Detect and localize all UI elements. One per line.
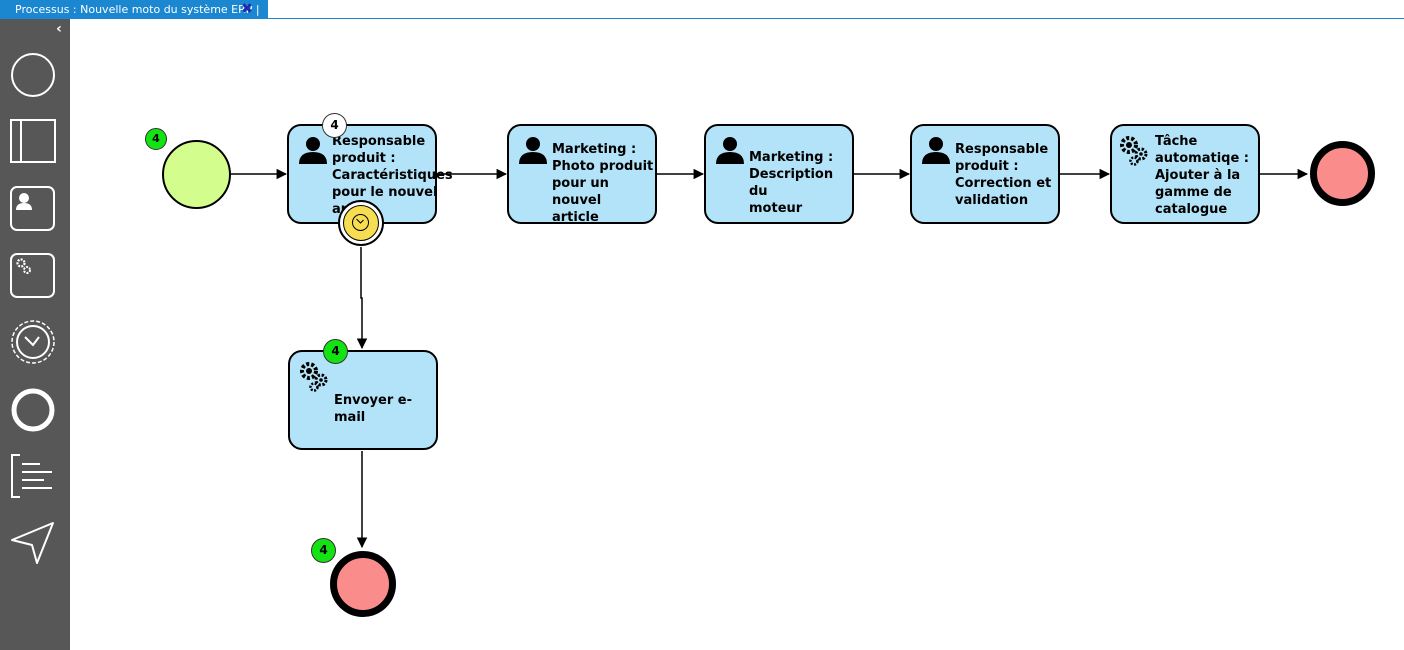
user-task-icon [519, 137, 547, 164]
timer-icon [11, 320, 55, 364]
task-description-moteur[interactable]: Marketing : Description du moteur [704, 124, 854, 224]
end-event-email[interactable] [330, 551, 396, 617]
service-task-icon [10, 253, 55, 298]
timer-event-tool[interactable] [8, 317, 58, 367]
end-event-badge: 4 [311, 538, 336, 563]
annotation-tool[interactable] [8, 451, 58, 501]
timer-event-inner [343, 205, 379, 241]
task-photo-produit[interactable]: Marketing : Photo produit pour un nouvel… [507, 124, 657, 225]
service-task-tool[interactable] [8, 251, 58, 301]
process-tab[interactable]: Processus : Nouvelle moto du système ERP… [0, 0, 268, 19]
connect-tool[interactable] [8, 518, 58, 568]
user-task-icon [922, 137, 950, 164]
user-task-icon [10, 186, 55, 231]
send-arrow-icon [11, 522, 54, 564]
lane-icon [10, 119, 56, 163]
process-canvas[interactable]: 4 Responsable produit : Caractéristiques… [70, 20, 1404, 650]
task-label: Responsable produit : Correction et vali… [955, 142, 1052, 208]
end-event[interactable] [1310, 141, 1375, 206]
task-ajouter-catalogue[interactable]: Tâche automatiqe : Ajouter à la gamme de… [1110, 124, 1260, 224]
lane-tool[interactable] [8, 117, 58, 167]
close-icon[interactable]: ✖ [241, 1, 253, 17]
user-task-tool[interactable] [8, 184, 58, 234]
circle-thin-icon [11, 53, 55, 97]
circle-thick-icon [11, 388, 55, 432]
sequence-flows [231, 168, 1309, 549]
task-instance-badge: 4 [322, 113, 347, 138]
start-event-badge: 4 [145, 128, 167, 150]
user-task-icon [716, 137, 744, 164]
annotation-icon [11, 454, 52, 498]
flow-timer-to-email [356, 247, 368, 350]
collapse-palette-icon[interactable]: ‹ [56, 21, 62, 37]
process-tab-title: Processus : Nouvelle moto du système ERP… [15, 3, 260, 16]
tab-bar: Processus : Nouvelle moto du système ERP… [0, 0, 1404, 20]
task-label: Marketing : Photo produit pour un nouvel… [552, 142, 654, 225]
clock-icon [352, 214, 369, 231]
end-event-tool[interactable] [8, 385, 58, 435]
gears-icon [1120, 136, 1148, 166]
task-label: Envoyer e-mail [334, 393, 412, 425]
element-palette: ‹ [0, 19, 70, 650]
task-label: Tâche automatiqe : Ajouter à la gamme de… [1155, 134, 1250, 217]
email-task-badge: 4 [323, 339, 348, 364]
timer-boundary-event[interactable] [338, 200, 384, 246]
task-envoyer-email[interactable]: Envoyer e-mail [288, 350, 438, 450]
user-task-icon [299, 137, 327, 164]
start-event-tool[interactable] [8, 50, 58, 100]
task-correction-validation[interactable]: Responsable produit : Correction et vali… [910, 124, 1060, 224]
tab-underline [0, 18, 1404, 19]
start-event[interactable] [162, 140, 231, 209]
gears-icon [300, 362, 328, 392]
task-label: Marketing : Description du moteur [749, 150, 834, 216]
